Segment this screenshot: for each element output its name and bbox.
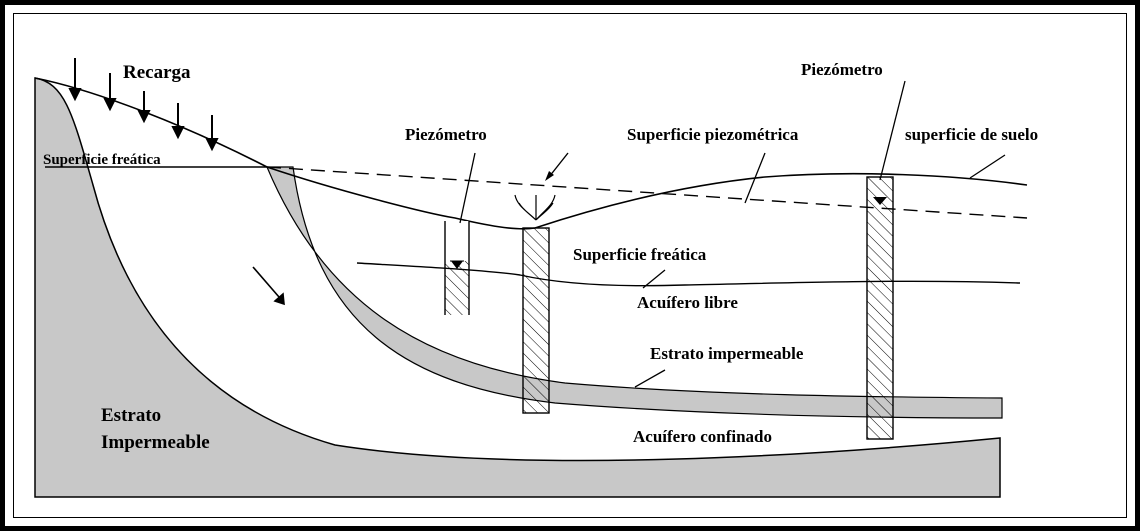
leader-lines: [459, 80, 1006, 388]
piezometric-surface-line: [266, 166, 1028, 219]
water-table-left-label: Superficie freática: [43, 152, 161, 168]
impermeable-layer-label: Estrato impermeable: [650, 344, 804, 363]
flow-arrow: [252, 266, 285, 306]
water-table-center-label: Superficie freática: [573, 245, 707, 264]
impermeable-stratum-label-line2: Impermeable: [101, 432, 210, 453]
piezometer-large: [866, 176, 894, 440]
piezometer-small: [444, 221, 470, 315]
recharge-label: Recarga: [123, 62, 191, 83]
aquifer-diagram: Recarga Superficie freática Piezómetro S…: [34, 58, 1038, 498]
impermeable-layer-band: [266, 166, 1003, 419]
inner-border: [13, 13, 1127, 518]
ground-surface-label: superficie de suelo: [905, 125, 1038, 144]
flowing-well: [514, 152, 569, 414]
impermeable-stratum-label-line1: Estrato: [101, 405, 161, 426]
ground-surface-line: [34, 77, 1028, 230]
recharge-arrows: [68, 58, 219, 152]
unconfined-aquifer-label: Acuífero libre: [637, 293, 738, 312]
impermeable-base: [34, 77, 1001, 498]
piezometer-center-label: Piezómetro: [405, 125, 487, 144]
piezometric-surface-label: Superficie piezométrica: [627, 125, 799, 144]
confined-aquifer-label: Acuífero confinado: [633, 427, 772, 446]
piezometer-right-label: Piezómetro: [801, 60, 883, 79]
